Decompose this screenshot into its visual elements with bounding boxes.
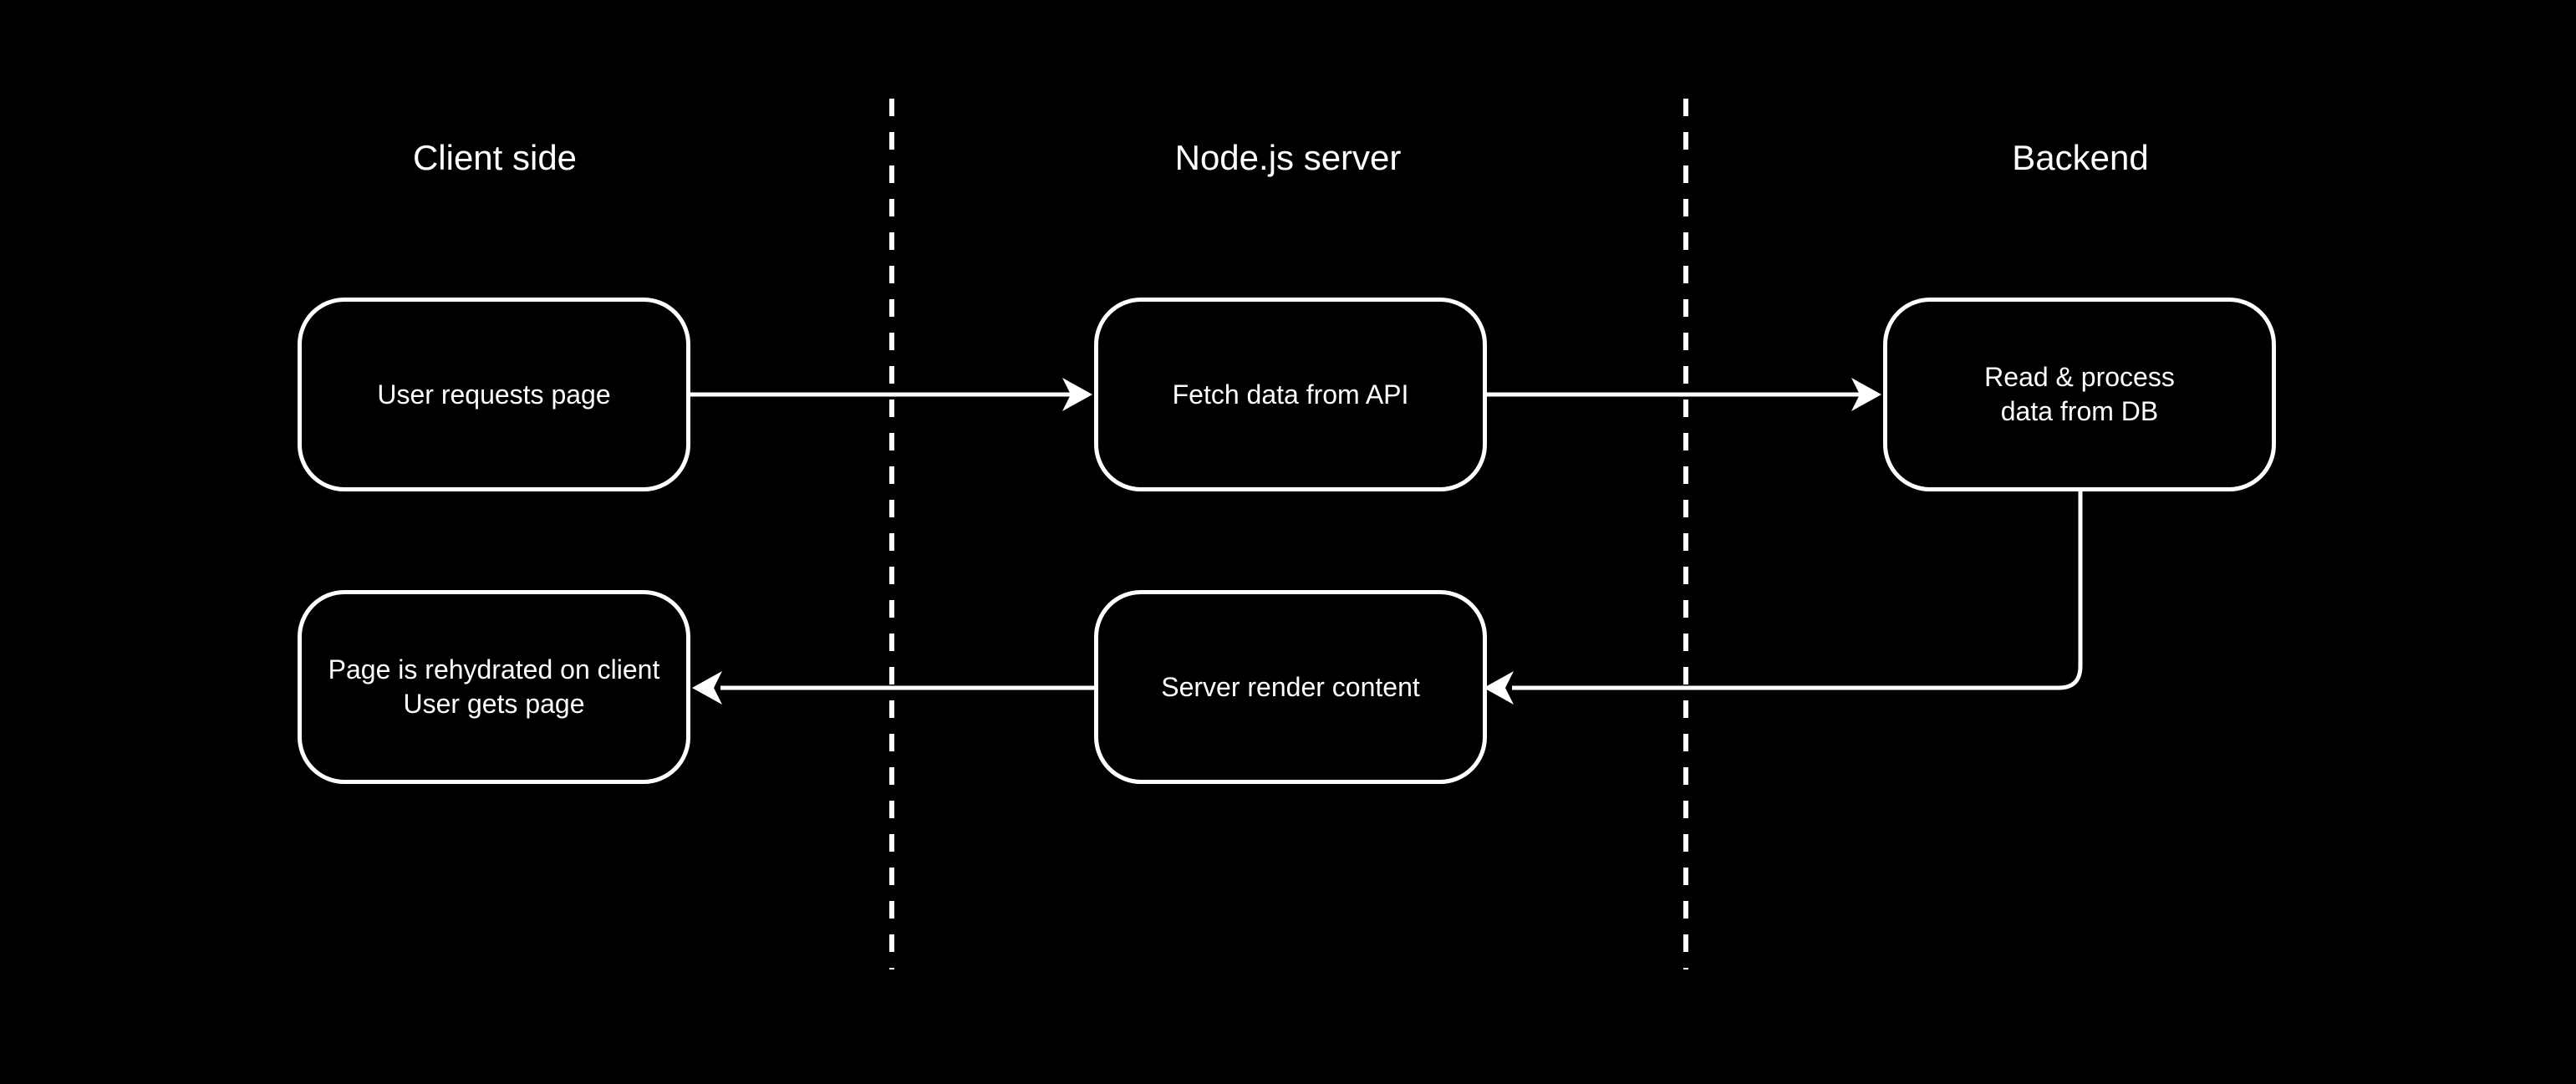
node-label: data from DB — [2000, 396, 2159, 426]
node-user-requests-page: User requests page — [298, 298, 690, 491]
lane-label-backend: Backend — [2012, 138, 2149, 177]
lane-label-client-side: Client side — [412, 138, 578, 177]
arrowhead-into-fetch-data — [1062, 378, 1092, 411]
node-page-rehydrated-on-client: Page is rehydrated on client User gets p… — [298, 590, 690, 784]
lane-label-nodejs-server: Node.js server — [1174, 138, 1402, 177]
node-label: Read & process — [1984, 362, 2175, 392]
arrowhead-into-read-process — [1851, 378, 1881, 411]
node-read-process-data-from-db: Read & process data from DB — [1883, 298, 2276, 491]
node-label: Server render content — [1161, 671, 1420, 702]
node-label: Page is rehydrated on client — [328, 654, 660, 684]
node-server-render-content: Server render content — [1094, 590, 1487, 784]
arrowhead-into-page-rehydrated — [692, 671, 722, 705]
node-label: User requests page — [377, 379, 611, 410]
arrowhead-into-server-render — [1484, 671, 1514, 705]
node-fetch-data-from-api: Fetch data from API — [1094, 298, 1487, 491]
node-label: Fetch data from API — [1172, 379, 1409, 410]
node-label: User gets page — [403, 689, 585, 719]
edge-read-process-to-server-render — [1512, 491, 2083, 690]
